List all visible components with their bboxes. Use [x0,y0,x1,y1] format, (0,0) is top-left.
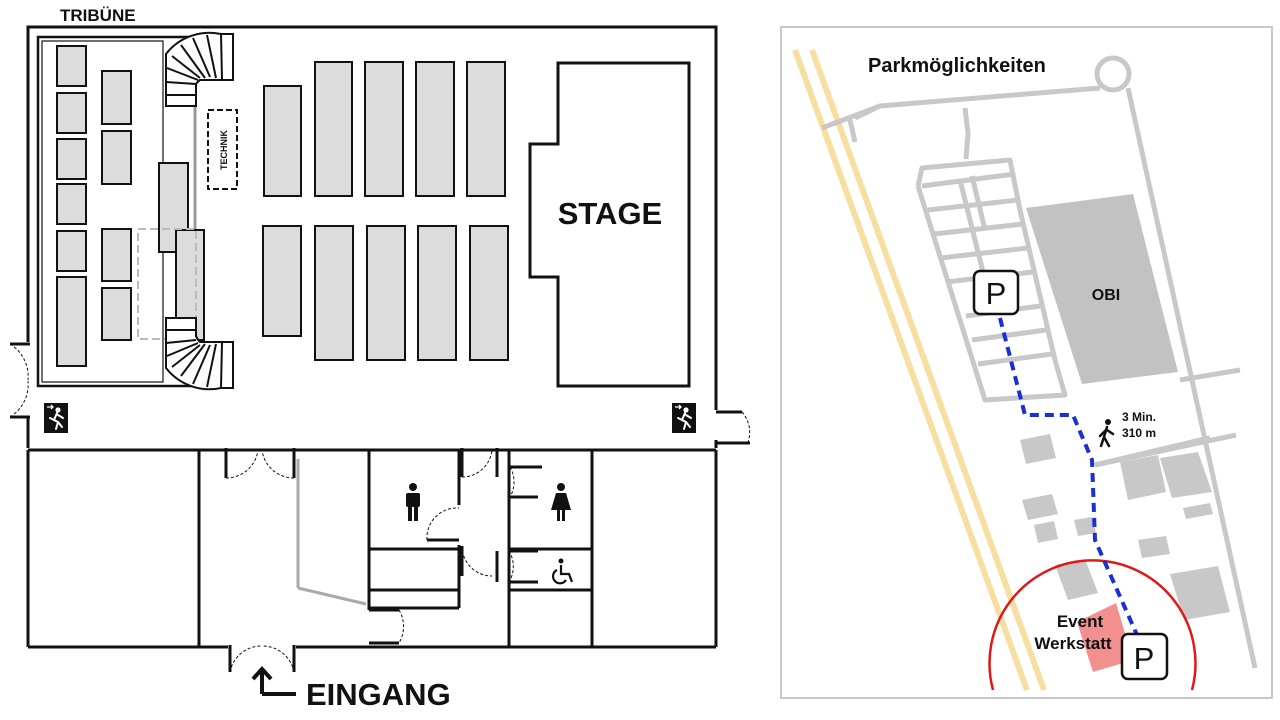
lower-rooms-walls [26,448,718,649]
venue-label-line2: Werkstatt [1034,634,1111,653]
tribune-seat-block [101,228,132,282]
parking-symbol: P [986,276,1007,311]
entrance-label: EINGANG [306,677,451,712]
roundabout [1094,55,1132,93]
stage-label: STAGE [558,196,663,231]
emergency-exit-icon [671,402,697,434]
surrounding-buildings [1020,434,1230,620]
tribune-seat-block [56,276,87,367]
seat-block [262,225,302,337]
roads [821,85,1258,669]
tribune-seat-block [101,287,132,341]
pedestrian-icon [1098,419,1115,448]
tribune-seat-block [56,45,87,87]
parking-symbol: P [1134,641,1155,676]
emergency-exit-icon [43,402,69,434]
floor-plan: TRIBÜNE [9,6,751,712]
tribune-seat-block [56,92,87,134]
side-doors [9,342,751,445]
seat-block [314,61,353,197]
parking-map: OBI P P [780,26,1273,699]
seat-block [364,61,404,197]
seat-block [469,225,509,361]
seat-block [466,61,506,197]
event-venue-building [1077,603,1133,672]
parking-sign: P [1120,632,1169,681]
obi-label: OBI [1092,287,1120,304]
railway [792,48,1047,692]
walking-route [998,317,1139,636]
tribune [36,35,205,388]
parking-sign: P [972,269,1020,316]
male-restroom-icon [406,483,420,521]
audience-seating [262,61,509,361]
seat-block [415,61,455,197]
walk-time: 3 Min. [1122,410,1156,424]
radius-circle [988,559,1197,691]
seat-block [263,85,302,197]
map-title: Parkmöglichkeiten [868,55,1046,77]
seat-block [417,225,457,361]
tribune-seat-block [101,130,132,185]
tribune-seat-block [56,138,87,180]
interior-doors [224,448,542,673]
obi-building [1026,194,1178,384]
corridor-wall [297,586,367,606]
seat-block [314,225,354,361]
arrow-up-icon [251,666,296,696]
seat-block [366,225,406,361]
stage: STAGE [528,61,691,388]
wheelchair-icon [552,558,574,585]
female-restroom-icon [551,483,571,521]
stairs-top [165,31,234,107]
technik-label: TECHNIK [219,130,229,170]
tribune-seat-block [101,70,132,125]
technik-area: TECHNIK [207,109,238,190]
stairs-bottom [165,317,234,391]
walk-distance: 310 m [1122,426,1156,440]
tribune-seat-block [56,183,87,225]
tribune-seat-block [56,230,87,272]
tribune-label: TRIBÜNE [60,6,136,25]
venue-label-line1: Event [1057,612,1104,631]
